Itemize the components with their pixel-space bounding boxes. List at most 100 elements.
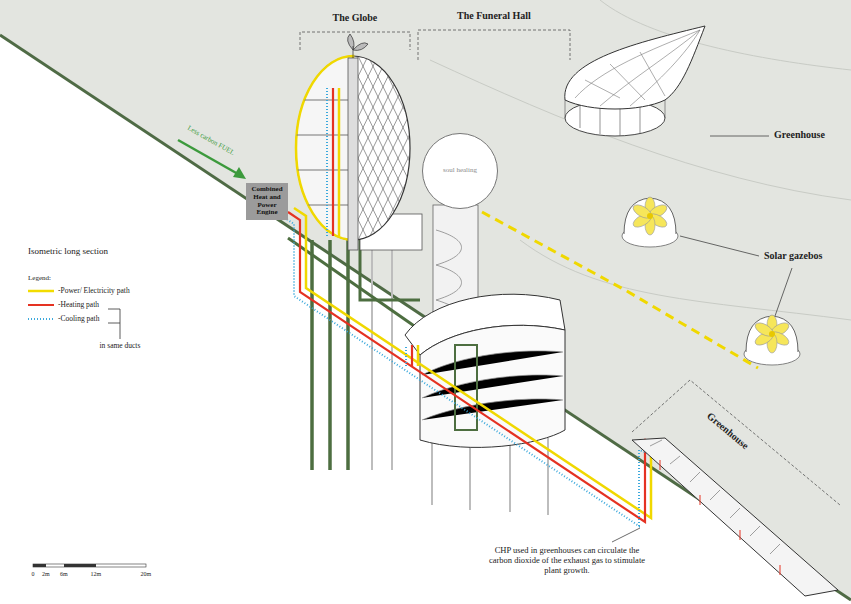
leader-line — [612, 136, 792, 542]
node-text: Combined Heat and Power Engine — [249, 186, 285, 217]
funeral-hall-building — [405, 205, 565, 447]
hall-floor — [422, 351, 563, 420]
support-pillars — [328, 240, 332, 470]
legend-sample-line — [28, 318, 54, 320]
globe-floor — [290, 205, 353, 206]
support-pillars — [346, 240, 350, 470]
scale-number: 20m — [141, 571, 152, 578]
hall-floor — [422, 399, 563, 420]
scale-number: 6m — [60, 571, 68, 578]
legend-sample — [28, 301, 54, 309]
section-outline — [288, 238, 420, 330]
globe-building — [348, 58, 358, 250]
legend-bracket — [108, 309, 120, 339]
globe-floor — [290, 135, 353, 136]
solar-gazebo — [622, 197, 678, 247]
greenhouse-building — [632, 438, 838, 596]
solar-gazebo — [647, 213, 653, 219]
building-label: Greenhouse — [774, 129, 825, 141]
engine-box: Combined Heat and Power Engine — [246, 183, 288, 220]
greenhouse-building — [632, 438, 838, 596]
ground-plane — [520, 240, 851, 320]
callout-note: CHP used in greenhouses can circulate th… — [488, 546, 646, 575]
legend-item: -Cooling path — [28, 314, 99, 323]
fuel-arrow — [233, 167, 246, 179]
node-text: soul healing — [440, 167, 480, 175]
globe-lattice — [168, 56, 258, 240]
legend-sample — [28, 315, 54, 323]
service-duct — [332, 88, 334, 236]
globe-lattice — [148, 56, 238, 240]
globe-building — [148, 34, 558, 250]
globe-lattice — [198, 56, 288, 240]
greenhouse-building — [575, 30, 700, 106]
building-label: Greenhouse — [705, 410, 751, 452]
legend-sample-line — [28, 289, 54, 292]
globe-lattice — [198, 56, 288, 240]
globe-building — [348, 34, 368, 58]
support-pillars — [371, 240, 373, 470]
solar-gazebo — [753, 320, 775, 339]
legend-sample-line — [28, 304, 54, 306]
building-label: The Globe — [333, 12, 378, 24]
building-label: Solar gazebos — [764, 250, 822, 262]
solar-gazebo — [744, 315, 800, 365]
legend-note: in same ducts — [100, 342, 141, 351]
service-duct — [417, 345, 420, 366]
legend-text: -Cooling path — [58, 314, 99, 323]
scale-number: 12m — [91, 571, 102, 578]
service-duct — [326, 88, 328, 236]
greenhouse-building — [565, 26, 705, 136]
globe-floor — [290, 170, 353, 171]
greenhouse-building — [660, 460, 780, 575]
globe-lattice — [148, 56, 238, 240]
support-pillars — [431, 440, 433, 505]
globe-building — [296, 56, 353, 240]
solar-gazebo — [746, 316, 798, 352]
scale-bar — [33, 564, 146, 567]
globe-lattice — [168, 56, 258, 240]
leader-line — [775, 268, 792, 316]
leader-line — [710, 136, 769, 137]
legend-text: -Power/ Electricity path — [58, 286, 130, 295]
globe-floor — [290, 100, 353, 101]
leader-line — [612, 528, 640, 542]
globe-lattice — [348, 56, 438, 240]
service-duct — [405, 345, 407, 366]
legend-item: -Heating path — [28, 300, 99, 309]
legend-item: -Power/ Electricity path — [28, 286, 130, 295]
support-pillars — [509, 445, 511, 512]
solar-line — [482, 212, 758, 368]
dome-circle: soul healing — [422, 133, 498, 209]
solar-gazebo — [624, 198, 676, 234]
service-duct — [282, 216, 809, 588]
globe-lattice — [348, 56, 438, 240]
funeral-hall-building — [455, 345, 477, 430]
drawing-title: Isometric long section — [28, 246, 108, 256]
dimension-bracket — [418, 30, 570, 60]
service-duct — [338, 88, 341, 236]
fuel-arrow — [178, 140, 238, 174]
legend-heading: Legend: — [28, 274, 51, 282]
support-pillars — [469, 445, 471, 510]
scale-number: 0 — [32, 571, 35, 578]
globe-lattice — [158, 56, 248, 240]
scale-bar — [33, 564, 46, 567]
service-duct — [411, 345, 413, 366]
support-pillars — [310, 240, 314, 470]
legend-sample — [28, 287, 54, 295]
section-outline — [288, 238, 420, 330]
leader-line — [680, 236, 759, 256]
legend-text: -Heating path — [58, 300, 99, 309]
globe-floor — [290, 100, 353, 205]
scale-number: 2m — [42, 571, 50, 578]
greenhouse-building — [650, 440, 780, 554]
solar-gazebo — [769, 331, 775, 337]
globe-lattice — [158, 56, 248, 240]
dimension-bracket — [300, 32, 410, 50]
